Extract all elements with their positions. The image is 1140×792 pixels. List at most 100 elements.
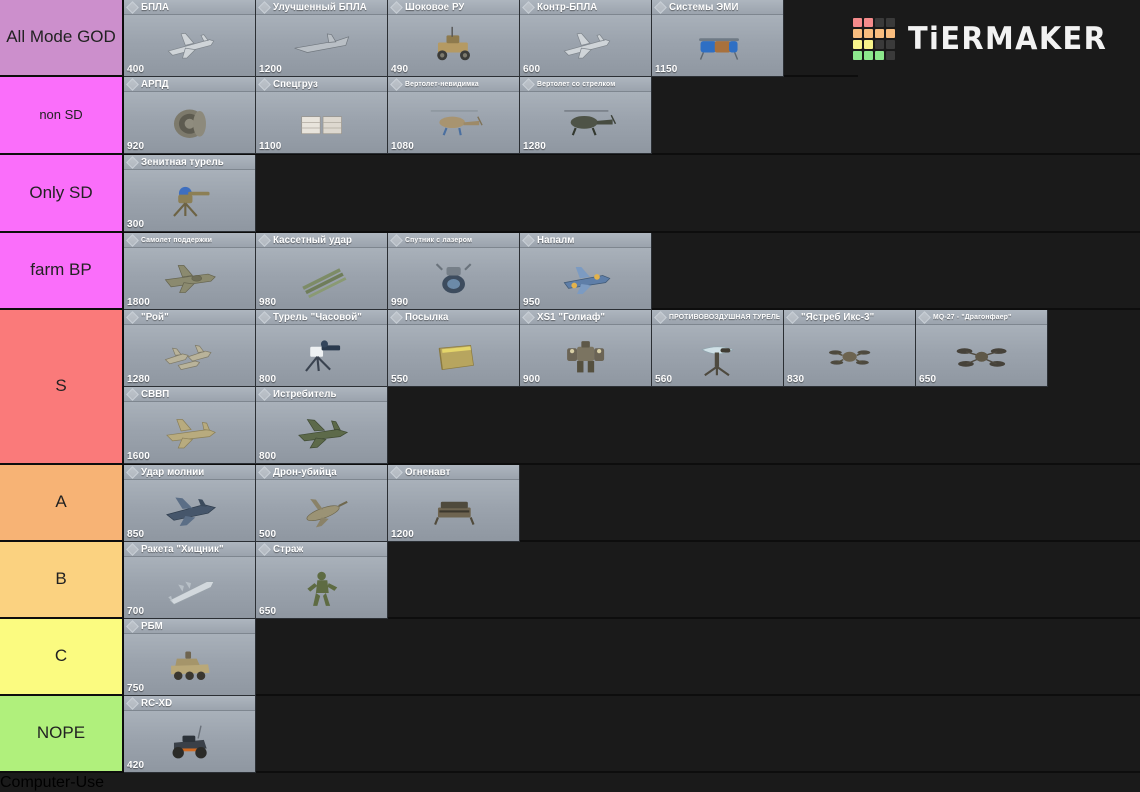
diamond-icon (523, 312, 534, 323)
item-cost: 600 (523, 64, 541, 75)
logo-cell-1 (863, 17, 873, 27)
tier-label-a[interactable]: A (0, 465, 124, 540)
logo-cell-12 (852, 50, 862, 60)
item-card[interactable]: Турель "Часовой"800 (256, 310, 388, 387)
item-artwork: 1600 (124, 402, 255, 463)
logo-cell-9 (863, 39, 873, 49)
item-name: Огненавт (405, 466, 451, 478)
diamond-icon (127, 79, 138, 90)
diamond-icon (391, 467, 402, 478)
tier-label-c[interactable]: C (0, 619, 124, 694)
tier-label-s[interactable]: S (0, 310, 124, 463)
diamond-icon (127, 2, 138, 13)
diamond-icon (127, 235, 138, 246)
tier-label-only-sd[interactable]: Only SD (0, 155, 124, 231)
item-card[interactable]: XS1 "Голиаф"900 (520, 310, 652, 387)
item-card[interactable]: Огненавт 1200 (388, 465, 520, 542)
item-artwork: 300 (124, 170, 255, 231)
item-card-header: Страж (256, 542, 387, 557)
item-card[interactable]: Зенитная турель 300 (124, 155, 256, 232)
item-artwork: 900 (520, 325, 651, 386)
item-artwork: 400 (124, 15, 255, 76)
item-artwork: 1280 (124, 325, 255, 386)
item-card-header: RC-XD (124, 696, 255, 711)
item-artwork: 560 (652, 325, 783, 386)
item-cost: 1600 (127, 451, 151, 462)
item-card[interactable]: Ракета "Хищник"700 (124, 542, 256, 619)
item-card-header: Зенитная турель (124, 155, 255, 170)
item-artwork: 500 (256, 480, 387, 541)
item-cost: 560 (655, 374, 673, 385)
item-artwork: 990 (388, 248, 519, 309)
item-card[interactable]: MQ-27 - "Драгонфаер" 650 (916, 310, 1048, 387)
diamond-icon (655, 2, 666, 13)
item-card-header: MQ-27 - "Драгонфаер" (916, 310, 1047, 325)
diamond-icon (127, 389, 138, 400)
item-card-header: Огненавт (388, 465, 519, 480)
item-card-header: Вертолет-невидимка (388, 77, 519, 92)
item-card[interactable]: "Рой"1280 (124, 310, 256, 387)
item-artwork: 420 (124, 711, 255, 772)
item-artwork: 950 (520, 248, 651, 309)
tier-label-all-mode-god[interactable]: All Mode GOD (0, 0, 124, 75)
item-card-header: БПЛА (124, 0, 255, 15)
item-card[interactable]: "Ястреб Икс-3" 830 (784, 310, 916, 387)
diamond-icon (127, 698, 138, 709)
item-name: АРПД (141, 78, 169, 90)
item-card-header: Вертолет со стрелком (520, 77, 651, 92)
item-name: "Ястреб Икс-3" (801, 311, 875, 323)
logo-cell-10 (874, 39, 884, 49)
item-name: Зенитная турель (141, 156, 224, 168)
item-cost: 400 (127, 64, 145, 75)
item-name: MQ-27 - "Драгонфаер" (933, 313, 1012, 321)
item-name: Улучшенный БПЛА (273, 1, 367, 13)
item-artwork: 980 (256, 248, 387, 309)
item-cost: 1200 (391, 529, 415, 540)
diamond-icon (391, 312, 402, 323)
item-card[interactable]: БПЛА 400 (124, 0, 256, 77)
item-cost: 650 (919, 374, 937, 385)
diamond-icon (127, 467, 138, 478)
item-cost: 990 (391, 297, 409, 308)
item-card-header: Улучшенный БПЛА (256, 0, 387, 15)
diamond-icon (523, 2, 534, 13)
tier-label-nope[interactable]: NOPE (0, 696, 124, 771)
tier-label-non-sd[interactable]: non SD (0, 77, 124, 153)
item-cost: 830 (787, 374, 805, 385)
item-artwork: 650 (916, 325, 1047, 386)
logo-cell-6 (874, 28, 884, 38)
tier-label-farm-bp[interactable]: farm BP (0, 233, 124, 308)
logo-cell-15 (885, 50, 895, 60)
logo-cell-14 (874, 50, 884, 60)
tier-label-b[interactable]: B (0, 542, 124, 617)
